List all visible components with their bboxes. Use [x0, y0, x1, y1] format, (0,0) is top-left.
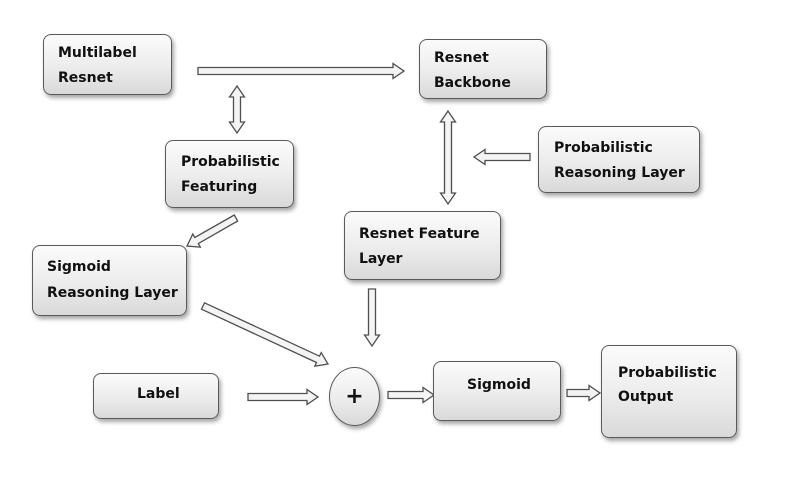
node-probabilistic-featuring: Probabilistic Featuring — [165, 140, 294, 208]
arrow-reasoning-to-backbone — [472, 148, 531, 166]
node-label-line-2: Layer — [359, 251, 403, 267]
arrow-multilabel-featuring-bidirectional — [228, 84, 246, 135]
arrow-label-to-sum — [247, 388, 320, 406]
node-sigmoid-reasoning-layer: Sigmoid Reasoning Layer — [32, 245, 187, 316]
node-label-line-1: Resnet — [434, 50, 489, 66]
arrow-featuring-to-sigmoid-reasoning — [186, 214, 239, 248]
node-label-line-1: Resnet Feature — [359, 226, 480, 242]
arrow-sum-to-sigmoid — [387, 386, 436, 404]
sum-node: + — [329, 367, 380, 426]
arrow-feature-layer-to-sum — [363, 288, 381, 348]
node-label-line-2: Featuring — [181, 179, 258, 195]
plus-symbol: + — [345, 384, 364, 409]
node-label-line-1: Probabilistic — [554, 140, 653, 156]
node-label-line-2: Reasoning Layer — [47, 285, 178, 301]
node-label-line-2: Output — [618, 389, 674, 405]
node-label-line-2: Reasoning Layer — [554, 165, 685, 181]
node-resnet-feature-layer: Resnet Feature Layer — [344, 211, 501, 280]
node-label: Label — [93, 373, 219, 419]
node-label-line-2: Resnet — [58, 70, 113, 86]
node-sigmoid: Sigmoid — [433, 361, 561, 421]
arrow-backbone-feature-bidirectional — [439, 109, 457, 206]
arrow-sigmoid-to-output — [566, 384, 602, 402]
node-label-line-1: Probabilistic — [618, 365, 717, 381]
node-resnet-backbone: Resnet Backbone — [419, 39, 547, 99]
node-label-line-1: Probabilistic — [181, 154, 280, 170]
node-probabilistic-reasoning-layer: Probabilistic Reasoning Layer — [538, 126, 700, 193]
node-label-line-1: Multilabel — [58, 45, 137, 61]
node-label-line-1: Label — [137, 386, 180, 402]
node-label-line-1: Sigmoid — [467, 377, 531, 393]
node-multilabel-resnet: Multilabel Resnet — [43, 34, 172, 95]
arrow-multilabel-to-backbone — [197, 62, 406, 80]
node-probabilistic-output: Probabilistic Output — [601, 345, 737, 438]
node-label-line-2: Backbone — [434, 75, 511, 91]
node-label-line-1: Sigmoid — [47, 259, 111, 275]
arrow-sigmoid-reasoning-to-sum — [200, 301, 330, 368]
